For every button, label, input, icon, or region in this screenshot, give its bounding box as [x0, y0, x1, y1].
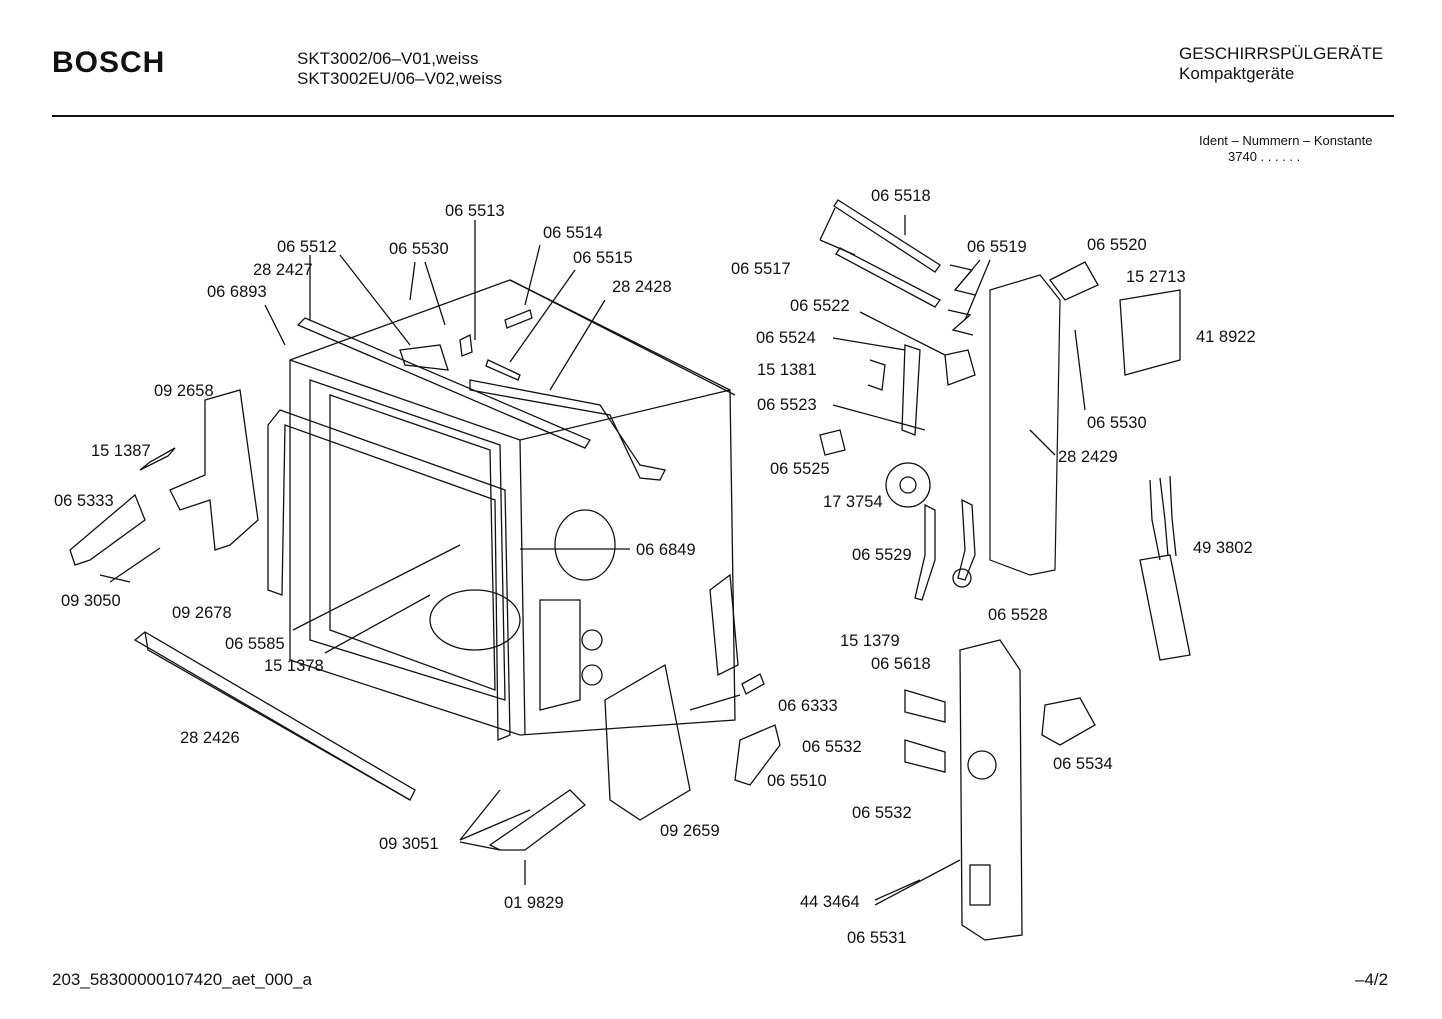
- part-label-06-5530: 06 5530: [389, 240, 449, 258]
- part-label-09-3051: 09 3051: [379, 835, 439, 853]
- page-number: –4/2: [1355, 970, 1389, 989]
- part-label-49-3802: 49 3802: [1193, 539, 1253, 557]
- part-label-06-5519: 06 5519: [967, 238, 1027, 256]
- part-label-06-6333: 06 6333: [778, 697, 838, 715]
- part-label-09-3050: 09 3050: [61, 592, 121, 610]
- part-label-06-6893: 06 6893: [207, 283, 267, 301]
- model-list: SKT3002/06–V01,weiss SKT3002EU/06–V02,we…: [297, 49, 502, 89]
- part-label-06-5522: 06 5522: [790, 297, 850, 315]
- part-label-06-5618: 06 5618: [871, 655, 931, 673]
- part-label-17-3754: 17 3754: [823, 493, 883, 511]
- category-subtitle: Kompaktgeräte: [1179, 64, 1295, 83]
- part-label-09-2678: 09 2678: [172, 604, 232, 622]
- part-label-28-2429: 28 2429: [1058, 448, 1118, 466]
- part-label-15-1379: 15 1379: [840, 632, 900, 650]
- part-label-06-5515: 06 5515: [573, 249, 633, 267]
- tub-drawing: [289, 279, 736, 736]
- leader-lines: [99, 207, 1086, 906]
- part-label-06-5525: 06 5525: [770, 460, 830, 478]
- part-label-06-5528: 06 5528: [988, 606, 1048, 624]
- part-label-06-6849: 06 6849: [636, 541, 696, 559]
- part-label-28-2426: 28 2426: [180, 729, 240, 747]
- door-seal-drawing: [267, 409, 511, 741]
- part-label-28-2428: 28 2428: [612, 278, 672, 296]
- left-bracket-drawing: [69, 389, 416, 801]
- part-label-01-9829: 01 9829: [504, 894, 564, 912]
- part-label-06-5333: 06 5333: [54, 492, 114, 510]
- part-label-06-5529: 06 5529: [852, 546, 912, 564]
- model-line-2: SKT3002EU/06–V02,weiss: [297, 69, 503, 88]
- part-label-15-2713: 15 2713: [1126, 268, 1186, 286]
- ident-block: Ident – Nummern – Konstante 3740 . . . .…: [1199, 133, 1372, 165]
- top-rail-drawing: [296, 309, 666, 481]
- part-label-06-5524: 06 5524: [756, 329, 816, 347]
- part-label-06-5523: 06 5523: [757, 396, 817, 414]
- part-label-09-2659: 09 2659: [660, 822, 720, 840]
- part-label-06-5513: 06 5513: [445, 202, 505, 220]
- part-label-06-5517: 06 5517: [731, 260, 791, 278]
- part-label-06-5510: 06 5510: [767, 772, 827, 790]
- part-label-06-5532-lower: 06 5532: [852, 804, 912, 822]
- header-rule: [52, 115, 1394, 117]
- part-label-06-5530-right: 06 5530: [1087, 414, 1147, 432]
- part-label-06-5518: 06 5518: [871, 187, 931, 205]
- part-label-06-5520: 06 5520: [1087, 236, 1147, 254]
- ident-code: 3740 . . . . . .: [1228, 149, 1301, 164]
- document-id: 203_58300000107420_aet_000_a: [52, 970, 312, 989]
- part-label-28-2427: 28 2427: [253, 261, 313, 279]
- bottom-bracket-drawing: [488, 573, 781, 851]
- category: GESCHIRRSPÜLGERÄTE Kompaktgeräte: [1179, 44, 1383, 84]
- part-label-06-5585: 06 5585: [225, 635, 285, 653]
- part-label-15-1378: 15 1378: [264, 657, 324, 675]
- part-label-06-5512: 06 5512: [277, 238, 337, 256]
- part-label-09-2658: 09 2658: [154, 382, 214, 400]
- ident-label: Ident – Nummern – Konstante: [1199, 133, 1373, 148]
- part-label-15-1387: 15 1387: [91, 442, 151, 460]
- switch-parts-drawing: [819, 199, 976, 601]
- part-label-06-5514: 06 5514: [543, 224, 603, 242]
- control-panel-drawing: [904, 261, 1191, 941]
- model-line-1: SKT3002/06–V01,weiss: [297, 49, 479, 68]
- brand-logo: BOSCH: [52, 46, 166, 79]
- part-label-44-3464: 44 3464: [800, 893, 860, 911]
- part-label-41-8922: 41 8922: [1196, 328, 1256, 346]
- part-label-06-5532: 06 5532: [802, 738, 862, 756]
- part-label-06-5531: 06 5531: [847, 929, 907, 947]
- part-label-15-1381: 15 1381: [757, 361, 817, 379]
- category-title: GESCHIRRSPÜLGERÄTE: [1179, 44, 1384, 63]
- part-label-06-5534: 06 5534: [1053, 755, 1113, 773]
